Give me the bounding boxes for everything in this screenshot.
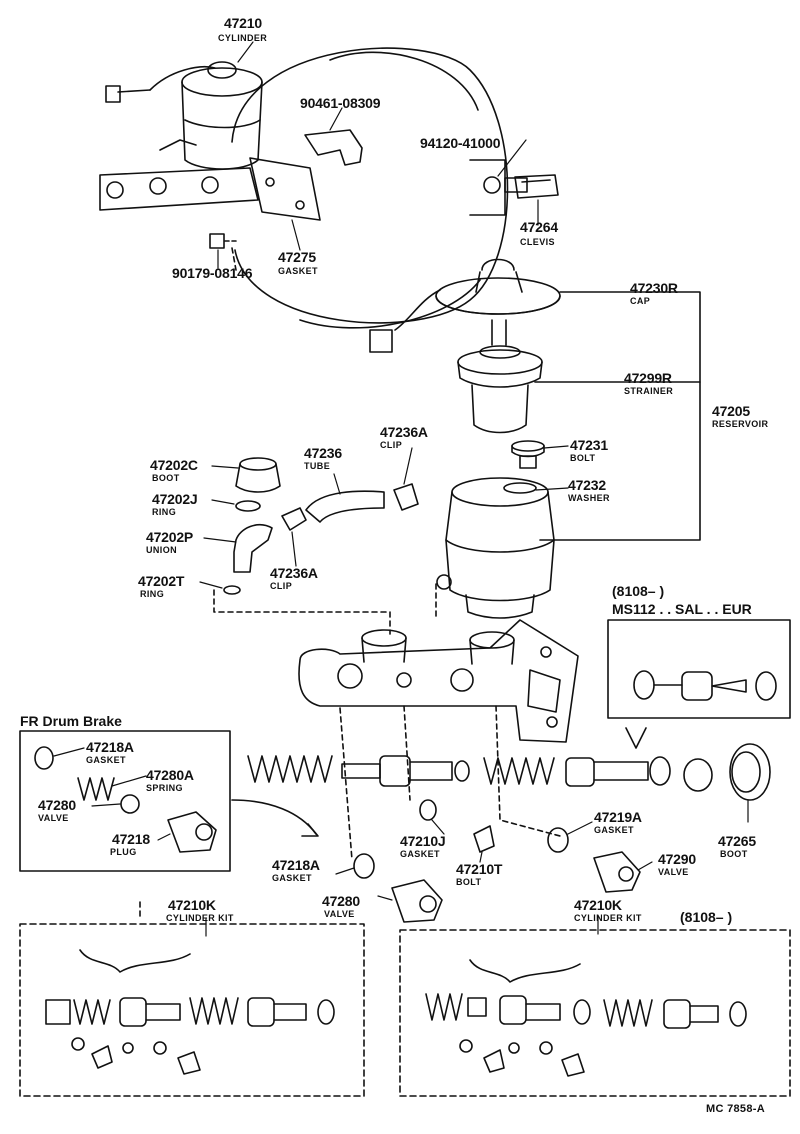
- part-number-47280-upper: 47280: [38, 797, 76, 813]
- cylinder-kit-1-parts: [45, 949, 335, 1075]
- part-number-47290: 47290: [658, 851, 696, 867]
- part-name-cylinder-kit-left: CYLINDER KIT: [166, 913, 234, 923]
- part-name-cylinder-kit-right: CYLINDER KIT: [574, 913, 642, 923]
- part-number-47202J: 47202J: [152, 491, 198, 507]
- part-number-90461-08309: 90461-08309: [300, 95, 381, 111]
- part-number-47205: 47205: [712, 403, 750, 419]
- part-name-cap: CAP: [630, 296, 651, 306]
- part-name-gasket-47218A-upper: GASKET: [86, 755, 126, 765]
- part-name-spring: SPRING: [146, 783, 183, 793]
- part-name-valve-47290: VALVE: [658, 867, 689, 877]
- part-name-tube: TUBE: [304, 461, 331, 471]
- part-number-47219A: 47219A: [594, 809, 642, 825]
- gasket-47218A-lower: [353, 853, 375, 879]
- reservoir-cap: [369, 258, 561, 353]
- reservoir-strainer: [457, 345, 543, 434]
- clip-47236A-upper: [393, 483, 419, 511]
- bolt-90179: [209, 233, 225, 249]
- clip-47236A-lower: [281, 507, 307, 531]
- part-number-47202T: 47202T: [138, 573, 185, 589]
- part-number-47218A-lower: 47218A: [272, 857, 320, 873]
- part-number-47218A-upper: 47218A: [86, 739, 134, 755]
- part-number-47230R: 47230R: [630, 280, 678, 296]
- part-name-gasket-47219A: GASKET: [594, 825, 634, 835]
- valve-47290: [593, 851, 641, 893]
- union-47202P: [233, 524, 273, 573]
- part-name-bolt-47231: BOLT: [570, 453, 596, 463]
- part-name-plug: PLUG: [110, 847, 137, 857]
- part-number-47236: 47236: [304, 445, 342, 461]
- ms112-inset-box: [607, 619, 791, 719]
- ring-47202J: [235, 500, 261, 512]
- tube-47236: [305, 490, 385, 523]
- part-number-47210T: 47210T: [456, 861, 503, 877]
- reservoir-body: [436, 477, 555, 619]
- gasket-47219A: [547, 827, 569, 853]
- bolt-47210T: [473, 825, 495, 853]
- part-number-90179-08146: 90179-08146: [172, 265, 253, 281]
- part-name-ring-47202J: RING: [152, 507, 177, 517]
- part-name-strainer: STRAINER: [624, 386, 674, 396]
- bracket-90461: [304, 129, 363, 166]
- part-number-47202C: 47202C: [150, 457, 198, 473]
- ms112-inset-parts: [633, 670, 777, 701]
- part-number-47264: 47264: [520, 219, 558, 235]
- brake-booster: [231, 47, 509, 324]
- part-name-gasket-47210J: GASKET: [400, 849, 440, 859]
- part-number-47280-lower: 47280: [322, 893, 360, 909]
- cylinder-kit-date-range: (8108– ): [680, 909, 733, 925]
- part-name-clevis: CLEVIS: [520, 237, 555, 247]
- part-name-valve-upper: VALVE: [38, 813, 69, 823]
- master-cylinder-body: [298, 619, 579, 743]
- cylinder-kit-box-1: [19, 923, 365, 1097]
- part-name-boot-47202C: BOOT: [152, 473, 180, 483]
- part-number-47299R: 47299R: [624, 370, 672, 386]
- part-name-bolt-47210T: BOLT: [456, 877, 482, 887]
- gasket-47210J: [419, 799, 437, 821]
- part-number-47236A-upper: 47236A: [380, 424, 428, 440]
- ring-47202T: [223, 585, 241, 595]
- ms112-market-note: MS112 . . SAL . . EUR: [612, 601, 752, 617]
- part-number-47202P: 47202P: [146, 529, 194, 545]
- part-number-47210K-right: 47210K: [574, 897, 622, 913]
- part-number-94120-41000: 94120-41000: [420, 135, 501, 151]
- valve-47280-lower: [391, 879, 443, 923]
- boot-47265: [729, 743, 771, 801]
- part-number-47236A-lower: 47236A: [270, 565, 318, 581]
- bolt-47231: [511, 440, 545, 469]
- piston-spring-row: [247, 755, 713, 792]
- part-name-washer: WASHER: [568, 493, 610, 503]
- part-number-47210J: 47210J: [400, 833, 446, 849]
- fr-drum-brake-box: [19, 730, 231, 872]
- part-number-47210K-left: 47210K: [168, 897, 216, 913]
- nut-94120: [483, 176, 501, 194]
- part-name-gasket-47218A-lower: GASKET: [272, 873, 312, 883]
- part-number-47275: 47275: [278, 249, 316, 265]
- master-cylinder-assembly: [99, 61, 321, 221]
- part-name-clip-lower: CLIP: [270, 581, 293, 591]
- part-name-cylinder: CYLINDER: [218, 33, 268, 43]
- fr-drum-brake-heading: FR Drum Brake: [20, 713, 122, 729]
- cylinder-kit-2-parts: [425, 959, 747, 1077]
- part-number-47265: 47265: [718, 833, 756, 849]
- part-name-gasket-47275: GASKET: [278, 266, 318, 276]
- part-name-union: UNION: [146, 545, 177, 555]
- part-name-reservoir: RESERVOIR: [712, 419, 769, 429]
- part-name-valve-lower: VALVE: [324, 909, 355, 919]
- fr-drum-brake-parts: [34, 746, 217, 853]
- clevis-47264: [514, 174, 559, 199]
- part-name-clip-upper: CLIP: [380, 440, 403, 450]
- boot-47202C: [235, 457, 281, 493]
- part-number-47280A: 47280A: [146, 767, 194, 783]
- part-number-47232: 47232: [568, 477, 606, 493]
- ms112-date-range: (8108– ): [612, 583, 665, 599]
- part-number-47218: 47218: [112, 831, 150, 847]
- part-number-47210: 47210: [224, 15, 262, 31]
- cylinder-kit-box-2: [399, 929, 791, 1097]
- part-name-ring-47202T: RING: [140, 589, 165, 599]
- part-name-boot-47265: BOOT: [720, 849, 748, 859]
- part-number-47231: 47231: [570, 437, 608, 453]
- figure-code: MC 7858-A: [706, 1103, 765, 1115]
